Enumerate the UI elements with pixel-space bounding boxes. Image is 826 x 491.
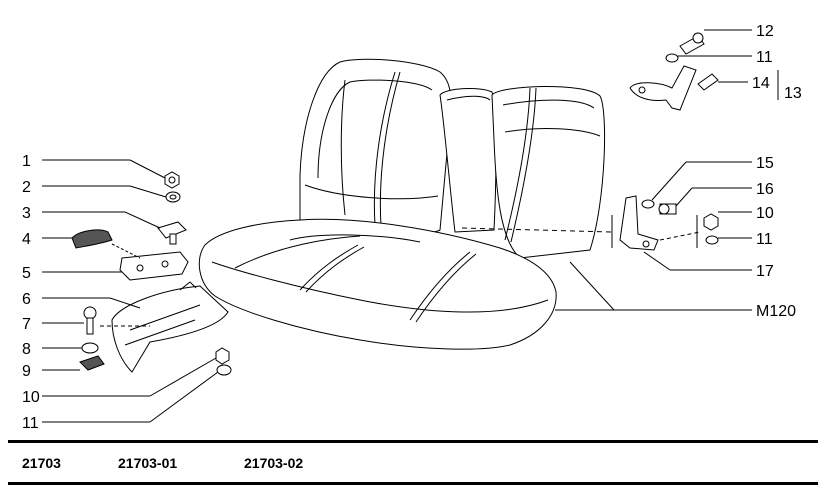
part-15-washer bbox=[641, 199, 655, 209]
part-17-hinge-arm bbox=[619, 195, 659, 251]
callout-16: 16 bbox=[756, 181, 774, 198]
callout-12: 12 bbox=[756, 23, 774, 40]
callout-6: 6 bbox=[22, 291, 31, 308]
callout-8: 8 bbox=[22, 341, 31, 358]
callout-13: 13 bbox=[784, 85, 802, 102]
upper-right-parts bbox=[629, 32, 719, 111]
part-11-washer bbox=[216, 364, 232, 376]
callout-1: 1 bbox=[22, 153, 31, 170]
part-3-bracket bbox=[157, 221, 187, 239]
callout-labels: 1 2 3 4 5 6 7 8 9 10 11 12 11 14 13 15 1… bbox=[22, 23, 802, 432]
part-2-washer bbox=[165, 191, 181, 203]
model-footer: 21703 21703-01 21703-02 bbox=[8, 440, 818, 485]
part-8-nut bbox=[81, 342, 99, 354]
callout-4: 4 bbox=[22, 231, 31, 248]
callout-10-left: 10 bbox=[22, 389, 40, 406]
right-hinge-parts bbox=[619, 195, 719, 251]
part-7-bolt bbox=[83, 306, 97, 320]
part-14-latch bbox=[697, 73, 719, 91]
part-11-washer-right bbox=[705, 235, 719, 245]
model-code-3: 21703-02 bbox=[244, 455, 303, 471]
part-11-washer-upper bbox=[665, 53, 679, 63]
part-4-handle bbox=[71, 229, 113, 249]
part-1-nut bbox=[164, 171, 180, 189]
part-10-nut-right bbox=[703, 213, 719, 231]
callout-17: 17 bbox=[756, 263, 774, 280]
callout-11-right: 11 bbox=[756, 231, 773, 248]
callout-9: 9 bbox=[22, 363, 31, 380]
left-parts bbox=[71, 171, 232, 376]
callout-m120: M120 bbox=[756, 303, 796, 320]
footer-top-rule bbox=[8, 440, 818, 443]
callout-2: 2 bbox=[22, 179, 31, 196]
part-5-latch-plate bbox=[119, 251, 189, 281]
part-9-clip bbox=[79, 355, 105, 371]
assembly-line bbox=[461, 227, 613, 233]
model-code-2: 21703-01 bbox=[118, 455, 177, 471]
footer-bottom-rule bbox=[8, 482, 818, 485]
leader-lines bbox=[42, 29, 779, 423]
callout-11-top: 11 bbox=[756, 49, 773, 66]
callout-5: 5 bbox=[22, 265, 31, 282]
callout-14: 14 bbox=[752, 75, 770, 92]
callout-7: 7 bbox=[22, 316, 31, 333]
seat-cushion bbox=[198, 218, 557, 350]
callout-15: 15 bbox=[756, 155, 774, 172]
callout-11-left: 11 bbox=[22, 415, 39, 432]
model-code-1: 21703 bbox=[22, 455, 61, 471]
callout-3: 3 bbox=[22, 205, 31, 222]
part-13-hinge bbox=[629, 65, 697, 111]
callout-10-right: 10 bbox=[756, 205, 774, 222]
part-10-nut bbox=[215, 347, 230, 365]
seat-backrest bbox=[299, 58, 606, 259]
